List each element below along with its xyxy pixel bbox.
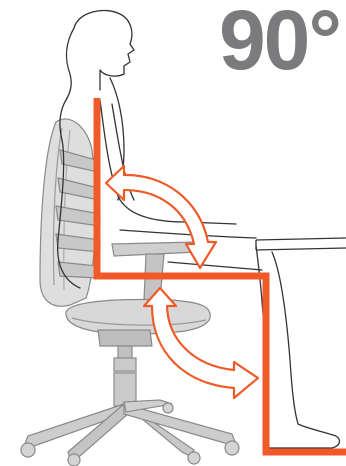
lower-leg-outline bbox=[267, 251, 341, 449]
knee-angle-line bbox=[261, 272, 346, 456]
hip-angle-line bbox=[93, 98, 261, 280]
thigh-outline bbox=[119, 229, 257, 239]
chair-armrest bbox=[111, 241, 199, 301]
chair-seat bbox=[65, 298, 211, 347]
caster bbox=[187, 451, 201, 465]
seated-person-outline bbox=[56, 9, 341, 449]
chair-gas-cylinder bbox=[113, 345, 137, 407]
caster bbox=[67, 453, 81, 466]
knee-angle-arrow-icon bbox=[142, 286, 260, 400]
caster bbox=[224, 440, 240, 456]
head-outline bbox=[73, 9, 135, 91]
chair-backrest bbox=[39, 118, 101, 307]
back-outline bbox=[56, 99, 81, 289]
hip-angle-arrow-icon bbox=[104, 164, 218, 270]
office-chair bbox=[20, 118, 240, 466]
angle-label: 90° bbox=[218, 0, 342, 87]
chair-base bbox=[20, 399, 240, 466]
caster bbox=[20, 442, 36, 458]
caster bbox=[162, 402, 174, 414]
posture-angle-lines bbox=[93, 98, 346, 456]
arm-outline bbox=[99, 99, 237, 225]
desk-surface bbox=[255, 237, 346, 251]
